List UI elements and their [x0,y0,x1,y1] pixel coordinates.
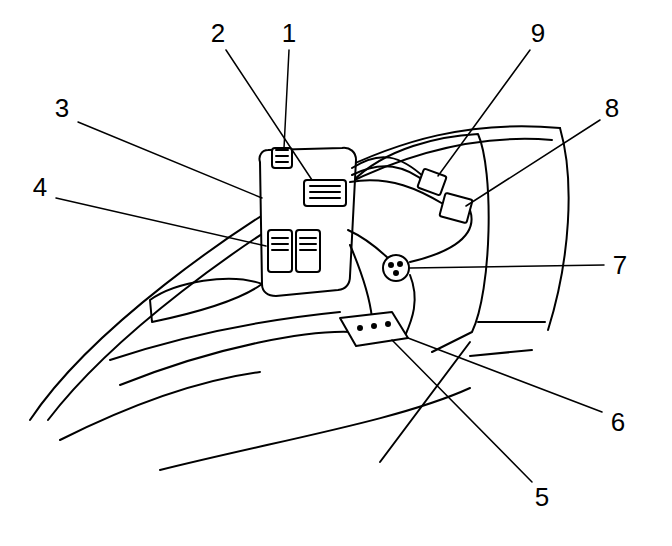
callout-number: 7 [610,251,630,279]
callout-number: 1 [279,19,299,47]
callout-number: 9 [528,19,548,47]
switch-plate [259,148,356,296]
connectors [340,168,473,346]
callout-number: 2 [208,19,228,47]
door-trim [30,126,569,470]
callout-number: 8 [602,94,622,122]
callout-number: 4 [30,173,50,201]
callout-number: 3 [52,94,72,122]
wiring-harness [348,157,472,336]
callout-number: 6 [608,408,628,436]
leader-lines [56,50,604,482]
callout-number: 5 [532,483,552,511]
